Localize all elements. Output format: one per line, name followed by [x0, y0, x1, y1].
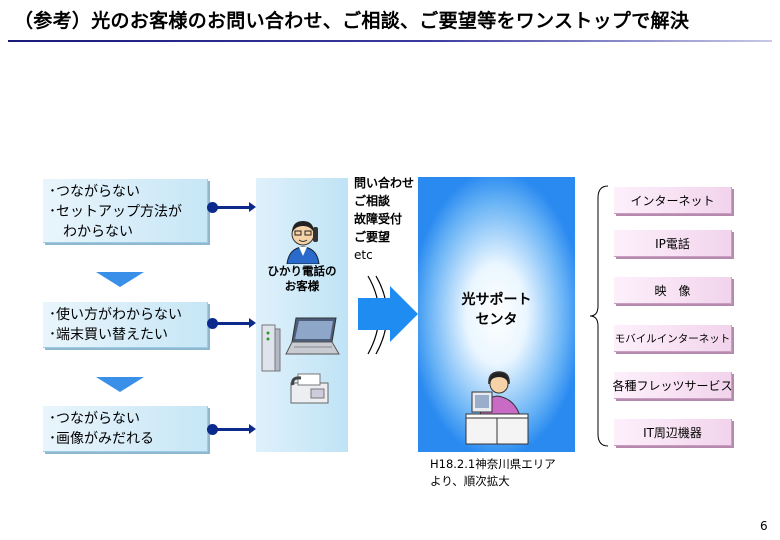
down-arrow: [96, 272, 144, 287]
connector-dot: [207, 202, 218, 213]
issue-line: ･端末買い替えたい: [49, 327, 168, 343]
inquiry-type: ご相談: [354, 194, 391, 208]
connector-arrow: [215, 202, 256, 212]
issue-box-connection: ･つながらない ･セットアップ方法が わからない: [43, 179, 208, 243]
customer-person-icon: [286, 221, 320, 264]
support-center-label: 光サポート センタ: [461, 292, 532, 328]
router-icon: [261, 324, 281, 372]
issue-line: ･つながらない: [49, 411, 140, 427]
page-title: （参考）光のお客様のお問い合わせ、ご相談、ご要望等をワンストップで解決: [14, 10, 690, 32]
laptop-icon: [285, 317, 340, 355]
issue-box-image: ･つながらない ･画像がみだれる: [43, 406, 208, 452]
page-number: 6: [760, 519, 768, 533]
issue-line: ･セットアップ方法が: [49, 204, 182, 220]
operator-icon: [465, 371, 529, 445]
rollout-note: H18.2.1神奈川県エリア より、順次拡大: [430, 457, 556, 488]
service-box-mobile-internet: モバイルインターネット: [614, 325, 732, 352]
inquiry-type: 問い合わせ: [354, 176, 415, 190]
down-arrow: [96, 377, 144, 392]
issue-box-usage: ･使い方がわからない ･端末買い替えたい: [43, 302, 208, 348]
inquiry-type: ご要望: [354, 230, 391, 244]
issue-line: ･画像がみだれる: [49, 431, 154, 447]
inquiry-type: etc: [354, 248, 373, 262]
fax-phone-icon: [290, 373, 329, 404]
service-brace: [589, 185, 609, 447]
contact-flow-arrow: [358, 275, 418, 355]
service-box-it-equipment: IT周辺機器: [614, 419, 732, 446]
service-box-video: 映 像: [614, 277, 732, 304]
inquiry-type: 故障受付: [354, 212, 403, 226]
connector-arrow: [215, 424, 256, 434]
service-box-internet: インターネット: [614, 187, 732, 214]
customer-label: ひかり電話の お客様: [267, 264, 337, 293]
inquiry-type-list: 問い合わせ ご相談 故障受付 ご要望 etc: [354, 174, 414, 264]
issue-line: ･つながらない: [49, 184, 140, 200]
service-box-flets: 各種フレッツサービス: [613, 372, 733, 399]
connector-dot: [207, 318, 218, 329]
issue-line: わからない: [49, 224, 133, 240]
issue-line: ･使い方がわからない: [49, 307, 182, 323]
connector-arrow: [215, 318, 256, 328]
service-box-ip-phone: IP電話: [614, 230, 732, 257]
title-underline: [8, 40, 772, 42]
connector-dot: [207, 424, 218, 435]
